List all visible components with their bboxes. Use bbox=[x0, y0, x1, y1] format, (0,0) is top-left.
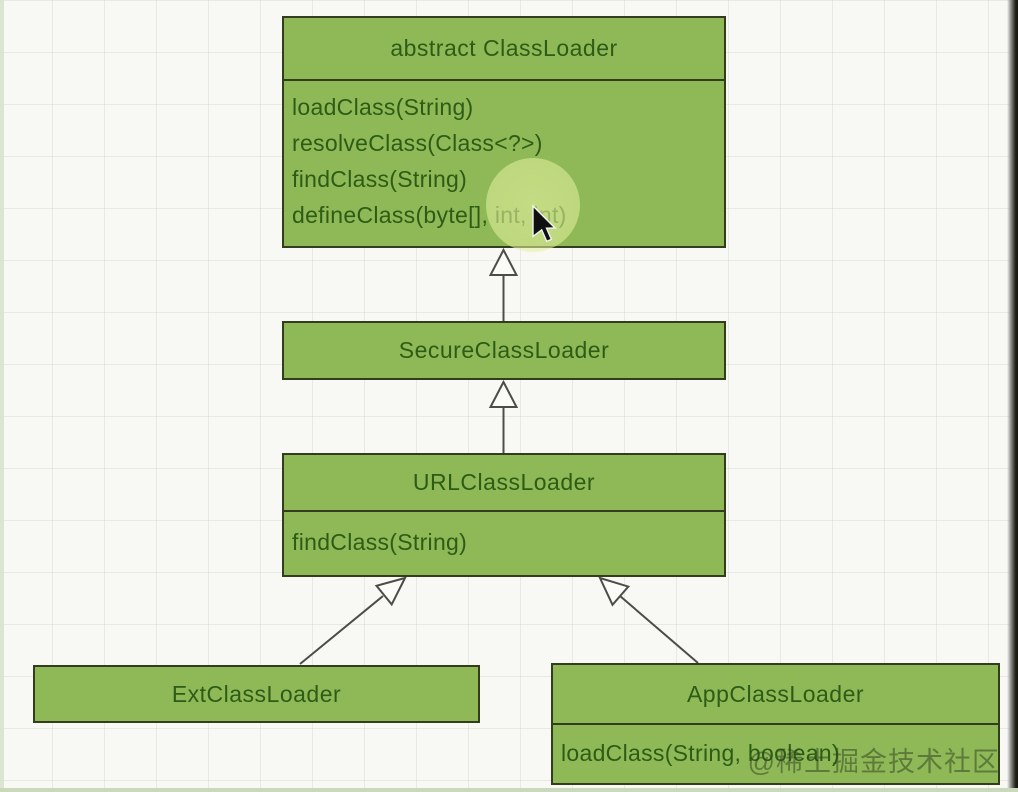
class-title: ExtClassLoader bbox=[171, 680, 342, 707]
watermark-text: @稀土掘金技术社区 bbox=[747, 747, 1000, 777]
method-item: resolveClass(Class<?>) bbox=[292, 130, 543, 156]
inheritance-arrow-app-to-url bbox=[598, 576, 699, 664]
left-edge-strip bbox=[0, 0, 4, 792]
method-list: loadClass(String, boolean) bbox=[553, 725, 998, 771]
method-item: findClass(String) bbox=[292, 166, 468, 192]
class-box-urlclassloader: URLClassLoader findClass(String) bbox=[282, 453, 726, 577]
class-box-extclassloader: ExtClassLoader bbox=[33, 665, 480, 723]
cursor-highlight-circle bbox=[486, 158, 580, 252]
class-box-secureclassloader: SecureClassLoader bbox=[282, 321, 726, 380]
method-item: loadClass(String, boolean) bbox=[561, 740, 840, 766]
method-list: loadClass(String) resolveClass(Class<?>)… bbox=[284, 81, 724, 233]
class-box-appclassloader: AppClassLoader loadClass(String, boolean… bbox=[551, 663, 1000, 785]
class-title: abstract ClassLoader bbox=[284, 18, 724, 81]
method-list: findClass(String) bbox=[284, 512, 724, 560]
inheritance-arrow-ext-to-url bbox=[299, 576, 407, 665]
method-item: findClass(String) bbox=[292, 529, 468, 555]
class-title: AppClassLoader bbox=[553, 665, 998, 725]
class-title: SecureClassLoader bbox=[398, 337, 610, 363]
bottom-edge-strip bbox=[0, 788, 1018, 792]
inheritance-arrow-url-to-secure bbox=[488, 379, 519, 454]
method-item: loadClass(String) bbox=[292, 94, 474, 120]
inheritance-arrow-secure-to-classloader bbox=[488, 247, 519, 322]
right-edge-strip bbox=[1007, 0, 1018, 792]
class-title: URLClassLoader bbox=[284, 455, 724, 512]
